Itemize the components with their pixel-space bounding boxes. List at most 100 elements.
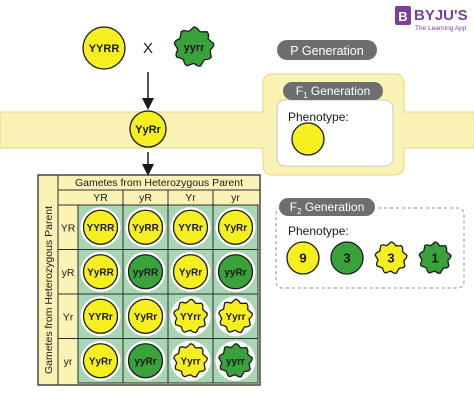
row-header-3: yr — [64, 356, 73, 368]
punnett-cell-2-2-shape — [173, 298, 208, 334]
row-header-2: Yr — [63, 311, 74, 323]
punnett-cell-2-1-shape — [127, 298, 164, 334]
f2-generation-label: F2 Generation — [290, 200, 365, 216]
punnett-cell-2-2-label: YYrr — [180, 312, 201, 323]
f2-seed-0-shape — [286, 241, 320, 275]
punnett-cell-3-2: Yyrr — [170, 340, 211, 381]
punnett-cell-0-0-shape — [82, 209, 119, 245]
punnett-cell-3-1-label: yyRr — [134, 356, 156, 367]
parent-left-seed-shape — [82, 26, 126, 70]
f1-generation-label: F1 Generation — [296, 84, 371, 100]
f2-seed-1: 3 — [330, 241, 364, 275]
punnett-cell-0-2-label: YYRr — [178, 223, 203, 234]
punnett-cell-3-2-label: Yyrr — [180, 356, 200, 367]
punnett-cell-2-3-shape — [218, 298, 253, 334]
f1-genotype-seed-label: YyRr — [135, 124, 161, 136]
f2-phenotype-seeds: 9 3 3 1 — [286, 241, 452, 275]
punnett-cell-1-2: YyRr — [170, 251, 211, 292]
f2-seed-2: 3 — [374, 241, 408, 274]
row-header-0: YR — [61, 222, 76, 234]
f2-seed-0: 9 — [286, 241, 320, 275]
f2-suffix: Generation — [302, 200, 365, 214]
punnett-cell-3-1-shape — [127, 343, 164, 379]
punnett-cell-0-1-shape — [127, 209, 164, 245]
f2-phenotype-label: Phenotype: — [288, 224, 349, 238]
punnett-cell-3-3-label: yyrr — [226, 356, 245, 367]
f1-seed: YyRr — [129, 110, 167, 148]
f2-seed-2-shape — [374, 241, 408, 274]
punnett-cell-1-0: YyRR — [80, 251, 121, 292]
col-header-3: yr — [231, 192, 240, 204]
f1-suffix: Generation — [308, 84, 371, 98]
parent-wrinkled-green-seed: yyrr — [173, 26, 215, 67]
punnett-square: Gametes from Heterozygous Parent Gametes… — [37, 174, 261, 386]
f2-generation-pill — [279, 198, 375, 216]
punnett-cell-1-1: yyRR — [125, 251, 166, 292]
punnett-cell-2-1: YyRr — [125, 296, 166, 337]
gametes-top-label: Gametes from Heterozygous Parent — [75, 177, 243, 189]
punnett-cell-1-2-label: YyRr — [179, 267, 202, 278]
f1-subscript: 1 — [303, 91, 308, 100]
punnett-cell-0-3-label: YyRr — [224, 223, 247, 234]
punnett-cell-3-1: yyRr — [125, 340, 166, 381]
f2-seed-1-label: 3 — [343, 251, 350, 266]
f2-seed-3: 1 — [418, 241, 452, 274]
row-header-1: yR — [62, 267, 75, 279]
col-header-1: yR — [139, 192, 152, 204]
punnett-cell-1-0-label: YyRR — [87, 267, 114, 278]
parent-round-yellow-seed: YYRR — [82, 26, 126, 70]
p-generation-label: P Generation — [290, 44, 363, 58]
parent-right-seed: yyrr — [173, 26, 215, 67]
f1-phenotype-label: Phenotype: — [288, 110, 349, 124]
punnett-cell-2-1-label: YyRr — [134, 312, 157, 323]
punnett-cell-2-3: Yyrr — [215, 296, 256, 337]
punnett-cell-3-0: YyRr — [80, 340, 121, 381]
punnett-cell-2-0: YYRr — [80, 296, 121, 337]
punnett-cell-2-0-label: YYRr — [88, 312, 113, 323]
f2-seed-3-shape — [418, 241, 452, 274]
punnett-cell-1-3-shape — [217, 254, 254, 290]
punnett-cell-3-0-shape — [82, 343, 119, 379]
punnett-cell-2-3-label: Yyrr — [225, 312, 245, 323]
punnett-cell-2-2: YYrr — [170, 296, 211, 337]
f2-seed-2-label: 3 — [387, 251, 394, 266]
punnett-cell-0-2-shape — [172, 209, 209, 245]
f1-band — [0, 73, 474, 176]
brand-tagline: The Learning App — [415, 25, 467, 32]
punnett-cell-2-0-shape — [82, 298, 119, 334]
punnett-cell-0-1: YyRR — [125, 207, 166, 248]
brand-name: BYJU'S — [414, 7, 468, 24]
punnett-cell-0-3-shape — [217, 209, 254, 245]
punnett-cell-3-3-shape — [218, 343, 253, 378]
punnett-cell-1-3-label: yyRr — [224, 267, 246, 278]
brand-logo-letter: B — [398, 9, 407, 24]
f2-seed-3-label: 1 — [431, 251, 438, 266]
punnett-cell-1-2-shape — [172, 254, 209, 290]
punnett-cell-1-3: yyRr — [215, 251, 256, 292]
f2-subscript: 2 — [297, 207, 302, 216]
punnett-cell-3-0-label: YyRr — [89, 356, 112, 367]
punnett-cell-3-3: yyrr — [215, 340, 256, 381]
punnett-cell-0-1-label: YyRR — [132, 223, 159, 234]
brand-logo-badge — [395, 6, 411, 25]
col-header-2: Yr — [185, 192, 196, 204]
parent-left-seed-label: YYRR — [89, 43, 120, 55]
punnett-cell-3-2-shape — [173, 343, 208, 378]
f1-phenotype-seed — [291, 122, 325, 156]
f1-genotype-seed: YyRr — [129, 110, 167, 148]
parent-left-seed: YYRR — [82, 26, 126, 70]
f1-genotype-seed-shape — [129, 110, 167, 148]
punnett-cell-0-3: YyRr — [215, 207, 256, 248]
punnett-cell-0-0: YYRR — [80, 207, 121, 248]
cross-symbol: X — [143, 40, 153, 57]
punnett-cell-1-1-label: yyRR — [133, 267, 159, 278]
punnett-cell-1-0-shape — [82, 254, 119, 290]
parent-right-seed-shape — [173, 26, 215, 67]
parent-right-seed-label: yyrr — [184, 42, 206, 54]
gametes-side-label: Gametes from Heterozygous Parent — [43, 206, 55, 374]
brand-logo: B BYJU'S The Learning App — [395, 6, 468, 32]
